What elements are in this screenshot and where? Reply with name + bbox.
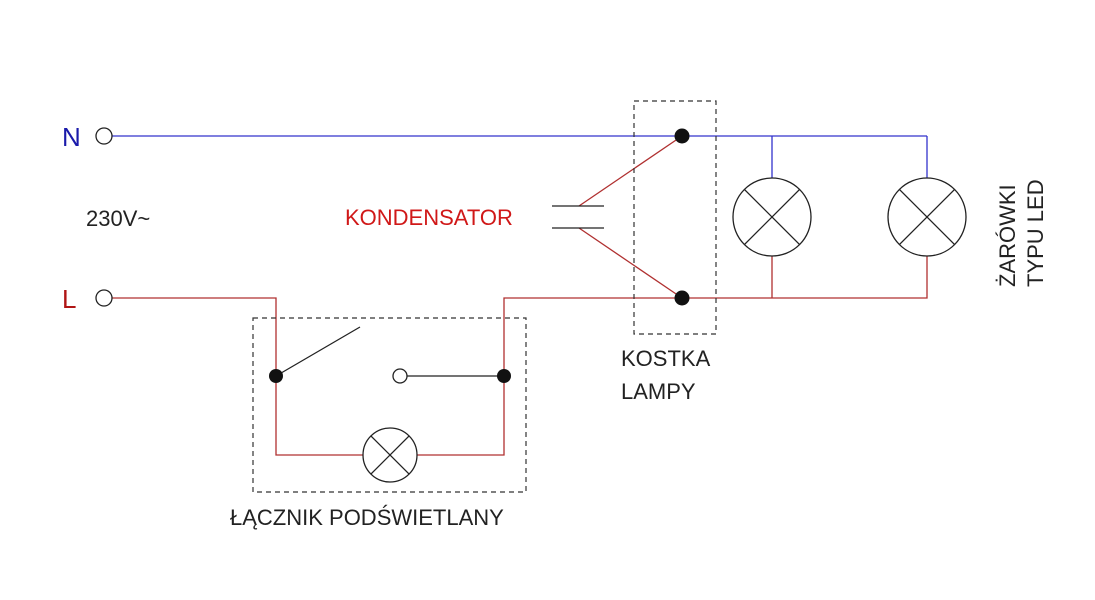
neutral-wiring (112, 135, 928, 178)
switch-box-outline (252, 317, 527, 493)
switch-terminal-left (269, 369, 283, 383)
voltage-label: 230V~ (86, 206, 150, 231)
capacitor-lead-top (578, 135, 683, 207)
bulbs-label-line-2: TYPU LED (1023, 179, 1048, 287)
line-label: L (62, 284, 76, 314)
switch-indicator-return (417, 376, 505, 456)
line-wire-to-switch (112, 297, 277, 376)
switch-indicator-loop (275, 376, 363, 456)
junction-label-line-1: KOSTKA (621, 346, 711, 371)
junction-terminal-top (674, 128, 690, 144)
switch-open-contact (392, 368, 408, 384)
neutral-terminal (95, 127, 113, 145)
capacitor-label: KONDENSATOR (345, 205, 513, 230)
switch-contacts (269, 326, 511, 384)
capacitor-lead-bottom (578, 227, 683, 299)
switch-label: ŁĄCZNIK PODŚWIETLANY (230, 505, 504, 530)
line-wiring (112, 135, 928, 456)
switch-lever (275, 326, 361, 377)
junction-label-line-2: LAMPY (621, 379, 696, 404)
switch-terminal-right (497, 369, 511, 383)
indicator-lamp-icon (362, 427, 418, 483)
led-bulb-1-icon (732, 177, 812, 257)
junction-box-outline (633, 100, 717, 335)
neutral-label: N (62, 122, 81, 152)
bulbs-label-line-1: ŻARÓWKI (995, 184, 1020, 287)
line-terminal (95, 289, 113, 307)
capacitor-symbol (552, 205, 604, 229)
junction-terminal-bottom (674, 290, 690, 306)
led-bulb-2-icon (887, 177, 967, 257)
